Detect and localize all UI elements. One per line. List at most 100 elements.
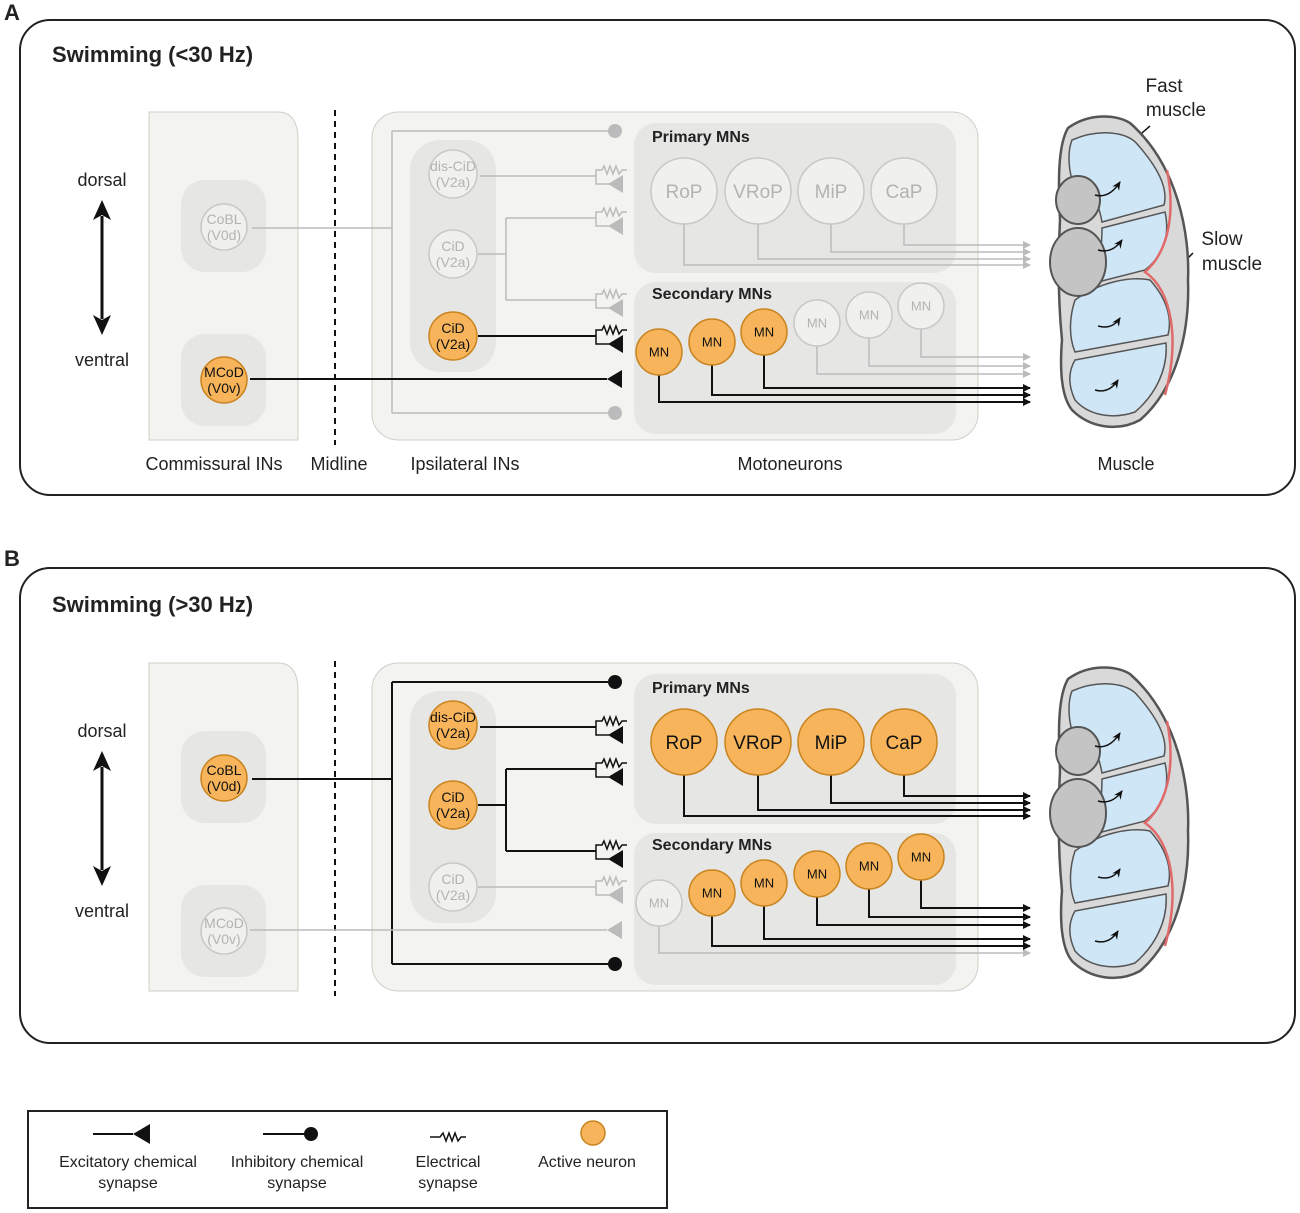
primary-mn-axon [830,218,1031,256]
secondary-mn-neuron-label: MN [911,299,931,314]
secondary-mn-neuron [740,308,788,356]
muscle-cross-section-slow-muscle [1142,169,1174,396]
muscle-cross-section-contraction-arrow [1097,868,1121,879]
panel-b-frame [19,567,1296,1044]
secondary-mn-neuron [897,833,945,881]
secondary-mn-axon [816,896,1031,929]
col-label-ipsilateral: Ipsilateral INs [410,454,519,474]
secondary-mn-axon [711,915,1031,950]
slow-muscle-label-line2: muscle [1202,254,1262,275]
cid-neuron-label: (V2a) [436,254,470,270]
cid-neuron-label: (V2a) [436,887,470,903]
secondary-mn-neuron [688,869,736,917]
primary-mn-neuron-label: MiP [815,733,848,754]
cobl-neuron-label: CoBL [206,762,241,778]
dorsal-ventral-arrow-head-up [93,751,111,771]
cid-neuron-label: CiD [441,789,464,805]
muscle-cross-section-contraction-arrow [1094,930,1119,943]
cobl-neuron-label: (V0d) [207,227,241,243]
muscle-cross-section-slow-muscle [1142,720,1174,947]
panel-b-letter: B [4,546,20,571]
cid-neuron-label: CiD [441,238,464,254]
primary-mn-axon [757,218,1031,263]
secondary-mn-neuron-label: MN [649,896,669,911]
legend-active-neuron: Active neuron [538,1120,636,1171]
secondary-mn-neuron-label: MN [754,325,774,340]
primary-mn-neuron [650,708,718,776]
cid-neuron-label: (V2a) [436,336,470,352]
svg-text:synapse: synapse [267,1175,327,1192]
mcod-neuron [200,356,248,404]
excitatory-synapse-icon [608,850,623,868]
secondary-mn-axon [868,888,1031,921]
secondary-mn-neuron [897,282,945,330]
secondary-mn-axon [763,905,1031,943]
secondary-mn-neuron-label: MN [807,316,827,331]
muscle-cross-section-contraction-arrow [1094,732,1121,748]
secondary-mn-axon [816,345,1031,378]
cid-neuron [428,311,478,361]
panel-b-dorsal-label: dorsal [77,721,126,741]
panel-a-ventral-label: ventral [75,350,129,370]
excitatory-synapse-icon [608,217,623,235]
dis-cid-neuron-label: dis-CiD [430,158,476,174]
excitatory-synapse-icon [608,175,623,193]
panel-a-dorsal-label: dorsal [77,170,126,190]
dorsal-ventral-arrow-head-down [93,866,111,886]
primary-mns-header: Primary MNs [652,680,750,697]
cid-neuron-label: (V2a) [436,805,470,821]
electrical-synapse-icon [595,323,627,345]
primary-mn-axon [903,769,1031,800]
cid-neuron-label: CiD [441,320,464,336]
legend-inhibitory: Inhibitory chemical synapse [231,1127,364,1192]
dis-cid-neuron-label: (V2a) [436,174,470,190]
col-label-muscle: Muscle [1097,454,1154,474]
excitatory-synapse-icon [608,335,623,353]
dorsal-ventral-arrow-head-down [93,315,111,335]
panel-a-title: Swimming (<30 Hz) [52,42,253,67]
secondary-mn-neuron [793,850,841,898]
secondary-mn-neuron [740,859,788,907]
secondary-mn-neuron [635,328,683,376]
excitatory-synapse-icon [608,768,623,786]
electrical-synapse-icon [595,287,627,309]
secondary-mn-neuron [845,291,893,339]
primary-mns-header: Primary MNs [652,129,750,146]
muscle-cross-section-contraction-arrow [1094,181,1121,197]
primary-mn-axon [683,218,1031,269]
excitatory-synapse-icon [608,299,623,317]
svg-text:Active neuron: Active neuron [538,1154,636,1171]
muscle-cross-section-contraction-arrow [1094,379,1119,392]
muscle-cross-section-fast-segment [1068,132,1166,223]
secondary-mn-neuron [688,318,736,366]
cid-neuron [428,780,478,830]
svg-text:Inhibitory chemical: Inhibitory chemical [231,1154,364,1171]
muscle-cross-section-spinal-cord [1055,175,1101,225]
primary-mn-neuron-label: CaP [886,733,923,754]
panel-a-frame [19,19,1296,496]
secondary-mn-neuron-label: MN [859,308,879,323]
primary-mn-neuron [724,157,792,225]
primary-mn-axon [903,218,1031,249]
primary-mn-neuron [797,708,865,776]
secondary-mn-axon [658,925,1031,957]
secondary-mn-neuron-label: MN [807,867,827,882]
col-label-commissural: Commissural INs [145,454,282,474]
inhibitory-synapse-icon [608,675,622,689]
cobl-neuron [200,754,248,802]
inhibitory-synapse-icon [304,1127,318,1141]
secondary-mn-axon [868,337,1031,370]
secondary-mn-neuron-label: MN [859,859,879,874]
svg-text:synapse: synapse [98,1175,158,1192]
muscle-cross-section-notochord [1049,778,1107,848]
cobl-neuron [200,203,248,251]
primary-mn-axon [830,769,1031,807]
secondary-mn-neuron-label: MN [702,335,722,350]
primary-mn-neuron-label: VRoP [733,182,783,203]
svg-text:Excitatory chemical: Excitatory chemical [59,1154,197,1171]
legend-excitatory: Excitatory chemical synapse [59,1124,197,1192]
dis-cid-neuron-label: (V2a) [436,725,470,741]
primary-mn-neuron-label: MiP [815,182,848,203]
